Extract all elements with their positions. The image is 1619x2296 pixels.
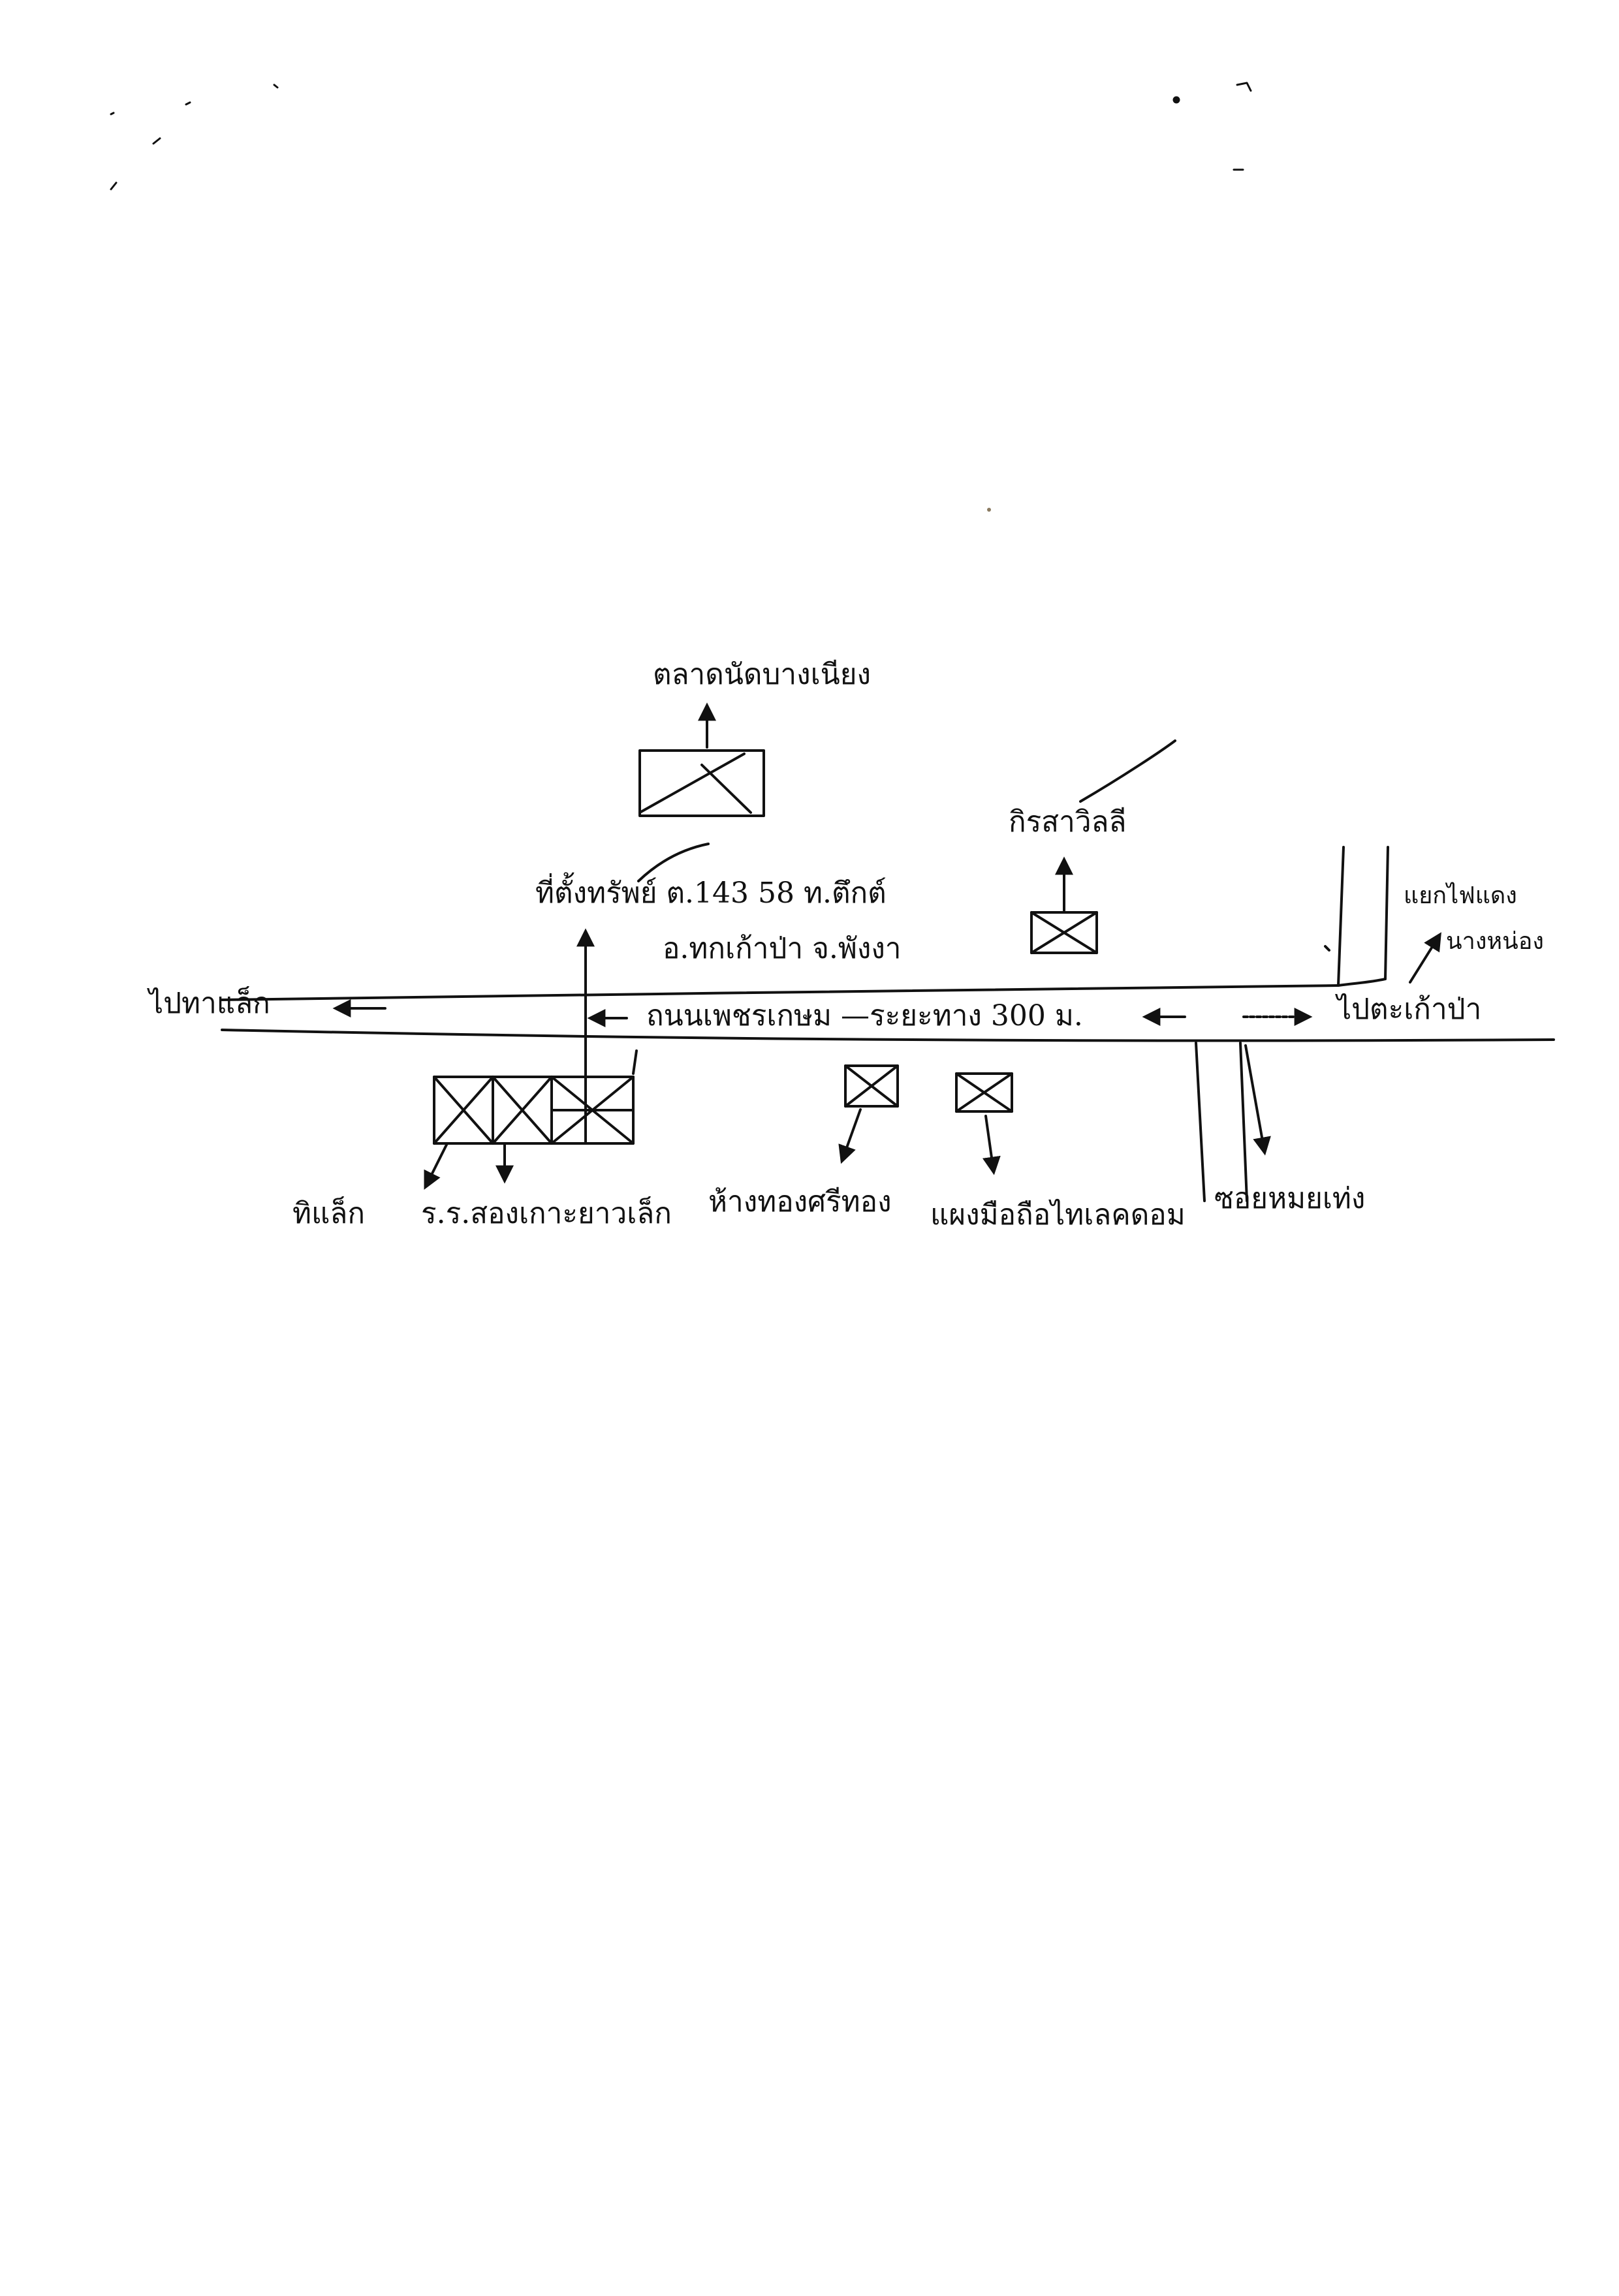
school-label: ร.ร.สองเกาะยาวเล็ก — [421, 1197, 672, 1230]
villa-building — [1030, 911, 1098, 954]
temple-school-buildings — [433, 1049, 638, 1145]
market-building — [638, 749, 765, 817]
temple-label: ทิแล็ก — [292, 1197, 365, 1230]
mobile-shop-label: แผงมือถือไทเลคดอม — [930, 1198, 1186, 1232]
to-right-label: ไปตะเก้าป่า — [1337, 993, 1482, 1026]
junction-label-2: นางหน่อง — [1446, 928, 1544, 955]
gold-shop-building — [844, 1064, 899, 1108]
house-label-line2: อ.ทกเก้าป่า จ.พังงา — [663, 932, 902, 965]
mobile-shop-building — [955, 1072, 1013, 1113]
soi-label: ซอยหมยเท่ง — [1214, 1182, 1366, 1215]
right-junction-road — [1337, 846, 1389, 987]
soi-arrow — [1244, 1044, 1271, 1156]
house-label: ที่ตั้งทรัพย์ ต.143 58 ท.ตึกต์ — [535, 877, 887, 910]
mobile-shop-arrow — [982, 1115, 1001, 1175]
villa-curl — [1079, 739, 1176, 803]
scan-specks — [110, 82, 1252, 512]
road-label: ถนนเพชรเกษม —ระยะทาง 300 ม. — [646, 999, 1083, 1032]
house-curl — [637, 843, 710, 882]
to-left-label: ไปทาแล็ก — [149, 987, 270, 1020]
soi-road — [1195, 1042, 1248, 1202]
gold-shop-arrow — [838, 1108, 862, 1164]
junction-arrow — [1409, 932, 1441, 984]
temple-arrow — [424, 1142, 448, 1190]
market-label: ตลาดนัดบางเนียง — [653, 658, 871, 691]
junction-label-1: แยกไฟแดง — [1404, 882, 1517, 909]
main-road — [221, 984, 1555, 1042]
corner-tick — [1324, 945, 1330, 952]
gold-shop-label: ห้างทองศรีทอง — [708, 1185, 892, 1218]
villa-label: กิรสาวิลลี — [1009, 805, 1127, 839]
